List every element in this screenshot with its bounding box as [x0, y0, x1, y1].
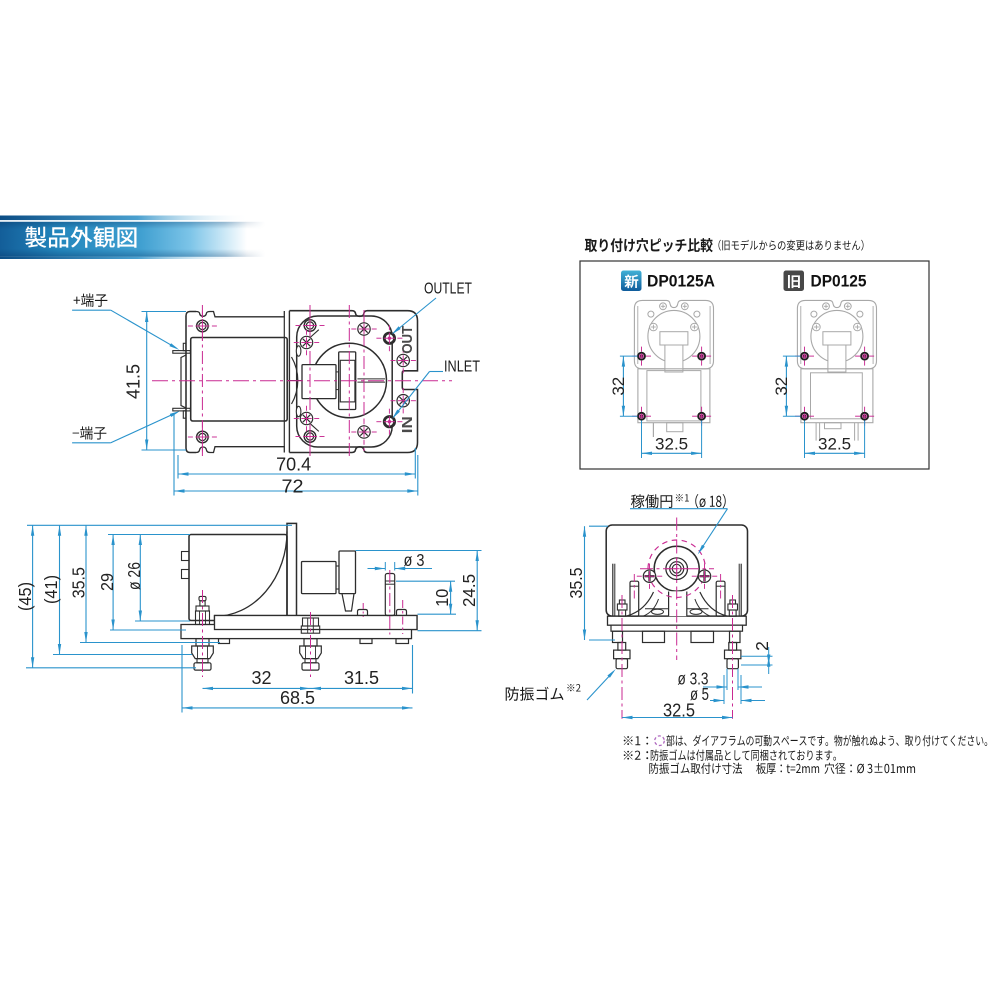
svg-text:OUT: OUT [399, 326, 416, 354]
svg-text:INLET: INLET [444, 359, 480, 376]
svg-text:35.5: 35.5 [68, 567, 88, 598]
svg-text:32.5: 32.5 [818, 434, 851, 453]
svg-text:ø 3: ø 3 [404, 550, 425, 570]
svg-text:(45): (45) [15, 582, 35, 611]
svg-text:35.5: 35.5 [566, 568, 586, 599]
svg-text:41.5: 41.5 [123, 364, 143, 399]
svg-text:68.5: 68.5 [280, 688, 315, 708]
svg-text:32: 32 [609, 377, 628, 396]
svg-text:(41): (41) [41, 575, 61, 604]
svg-text:10: 10 [432, 588, 452, 606]
svg-text:DP0125: DP0125 [811, 272, 867, 291]
svg-text:IN: IN [399, 416, 416, 433]
svg-text:DP0125A: DP0125A [647, 272, 715, 291]
svg-text:72: 72 [282, 476, 304, 496]
svg-text:ø 3.3: ø 3.3 [678, 669, 709, 689]
svg-text:ø 26: ø 26 [124, 562, 144, 590]
svg-text:OUTLET: OUTLET [424, 281, 472, 298]
svg-text:32: 32 [251, 668, 271, 688]
svg-text:32.5: 32.5 [655, 434, 688, 453]
svg-text:32.5: 32.5 [663, 700, 695, 720]
svg-text:2: 2 [752, 641, 772, 651]
svg-text:29: 29 [97, 573, 117, 591]
svg-text:24.5: 24.5 [459, 574, 479, 607]
svg-text:32: 32 [772, 377, 791, 396]
svg-text:ø 5: ø 5 [690, 684, 709, 704]
svg-text:31.5: 31.5 [344, 668, 379, 688]
svg-text:70.4: 70.4 [276, 454, 311, 474]
